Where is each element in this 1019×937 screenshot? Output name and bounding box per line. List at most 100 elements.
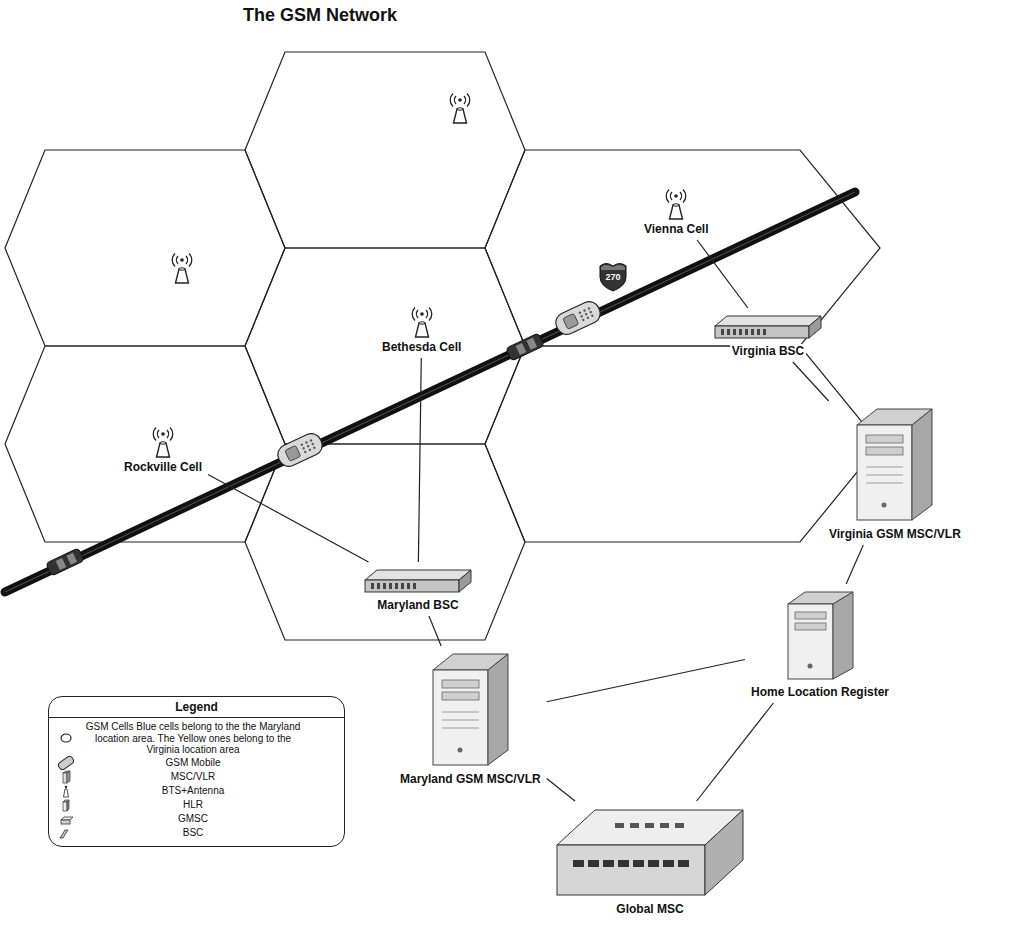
legend-symbol-part-part-part <box>57 756 75 770</box>
legend-symbol <box>49 770 83 784</box>
car-part <box>516 343 527 355</box>
legend-text: HLR <box>83 799 303 811</box>
gsm-mobile-part-part <box>311 442 314 445</box>
hlr-icon-part-part <box>795 623 826 630</box>
gsm-mobile-part-part <box>313 446 316 449</box>
network-link <box>418 358 421 562</box>
highway-road <box>5 192 855 592</box>
bts-icon-part-part-part <box>416 310 418 318</box>
gmsc-icon-part-part <box>615 823 684 828</box>
bts-antenna-part <box>454 109 467 123</box>
hlr-icon-part-part <box>833 592 853 679</box>
legend-title: Legend <box>49 700 344 714</box>
bts-antenna <box>450 94 470 124</box>
bts-icon-part-part <box>415 323 428 337</box>
cell-station: Rockville Cell <box>122 426 204 474</box>
bsc-icon-part-part-part <box>745 329 748 335</box>
gsm-mobile-part-part <box>300 443 303 446</box>
legend-symbol-part <box>55 826 77 840</box>
bts-icon-part-part-part <box>429 308 432 321</box>
hlr-icon-part <box>783 588 858 683</box>
cell-hexagon <box>485 346 880 542</box>
network-link <box>697 703 774 801</box>
gsm-mobile <box>275 430 326 469</box>
gmsc-icon-part-part-part <box>648 860 659 867</box>
bsc-icon-part-part-part <box>401 583 404 589</box>
bsc-icon-part-part-part <box>739 329 742 335</box>
car <box>46 548 85 576</box>
tower-icon-part-part <box>442 720 479 721</box>
gsm-mobile-part <box>300 439 316 454</box>
bsc-icon-part-part-part <box>377 583 380 589</box>
tower-icon <box>428 650 513 770</box>
legend-entry: GSM Mobile <box>49 756 344 770</box>
tower-icon-part-part <box>457 748 462 753</box>
bts-icon <box>410 306 434 338</box>
bsc-icon-part-part-part <box>733 329 736 335</box>
legend-symbol-part-part <box>64 789 69 797</box>
bts-icon-part-part <box>161 432 165 436</box>
car-part <box>506 333 545 361</box>
bts-antenna-part-part <box>186 256 188 264</box>
tower-icon-part-part <box>866 475 903 476</box>
bts-icon-part-part-part <box>153 428 156 441</box>
node-label: Home Location Register <box>749 685 891 699</box>
bts-icon-part-part <box>420 312 424 316</box>
gsm-mobile-part-part <box>309 439 312 442</box>
bsc-icon <box>363 566 473 596</box>
bsc-icon-part-part-part <box>371 583 374 589</box>
bts-antenna-part-part <box>176 256 178 264</box>
road-centerline <box>5 192 855 592</box>
bsc-node: Virginia BSC <box>713 312 823 358</box>
bts-antenna-part-part <box>467 94 470 107</box>
tower-icon-part-part <box>442 692 479 700</box>
legend-entry: GSM Cells Blue cells belong to the the M… <box>49 721 344 756</box>
gmsc-icon-part-part-part <box>663 860 674 867</box>
bts-icon-part-part <box>157 443 170 457</box>
gsm-mobile-part-part <box>586 316 589 319</box>
gmsc-icon <box>555 805 745 900</box>
tower-icon-part-part <box>912 409 932 520</box>
bts-antenna-part-part <box>189 254 192 267</box>
node-label: Maryland GSM MSC/VLR <box>398 772 543 786</box>
legend-divider <box>49 717 344 718</box>
gmsc-icon-part <box>555 805 745 900</box>
bts-icon-part-part <box>674 194 678 198</box>
network-link <box>846 545 863 584</box>
bts-icon-part <box>410 306 434 338</box>
network-link <box>793 362 829 401</box>
tower-icon-part <box>852 405 937 525</box>
hlr-node: Home Location Register <box>749 588 891 699</box>
shield-band <box>601 265 625 270</box>
legend-symbol-part <box>55 731 77 745</box>
gsm-mobile-part-part <box>585 313 588 316</box>
cell-hexagon <box>5 150 285 346</box>
gsm-mobile-part-part <box>304 450 307 453</box>
gsm-mobile-part-part <box>580 315 583 318</box>
hlr-icon <box>783 588 858 683</box>
tower-icon-part-part <box>488 654 508 765</box>
car-part <box>66 553 77 565</box>
bsc-icon-part-part-part <box>395 583 398 589</box>
legend-symbol-part-part <box>61 820 70 824</box>
bts-antenna-part <box>457 108 463 110</box>
gsm-mobile-part-part <box>591 314 594 317</box>
bts-icon-part <box>664 188 688 220</box>
legend-text: GSM Mobile <box>83 757 303 769</box>
legend-symbol-part <box>55 770 77 784</box>
network-link <box>547 779 575 801</box>
gsm-mobile-part-part <box>302 447 305 450</box>
bts-antenna-part <box>180 258 184 262</box>
legend-symbol-part-part <box>67 771 70 783</box>
network-link <box>547 659 745 701</box>
gsm-mobile-part-part <box>589 310 592 313</box>
tower-icon-part-part <box>866 467 903 468</box>
legend-symbol-part-part <box>65 785 67 787</box>
gmsc-icon-part-part-part <box>615 823 624 828</box>
gsm-mobile-part-part <box>308 448 311 451</box>
legend-entry: GMSC <box>49 812 344 826</box>
legend-box: LegendGSM Cells Blue cells belong to the… <box>48 696 345 847</box>
cell-station: Vienna Cell <box>642 188 710 236</box>
msc-vlr-node: Virginia GSM MSC/VLR <box>827 405 963 541</box>
